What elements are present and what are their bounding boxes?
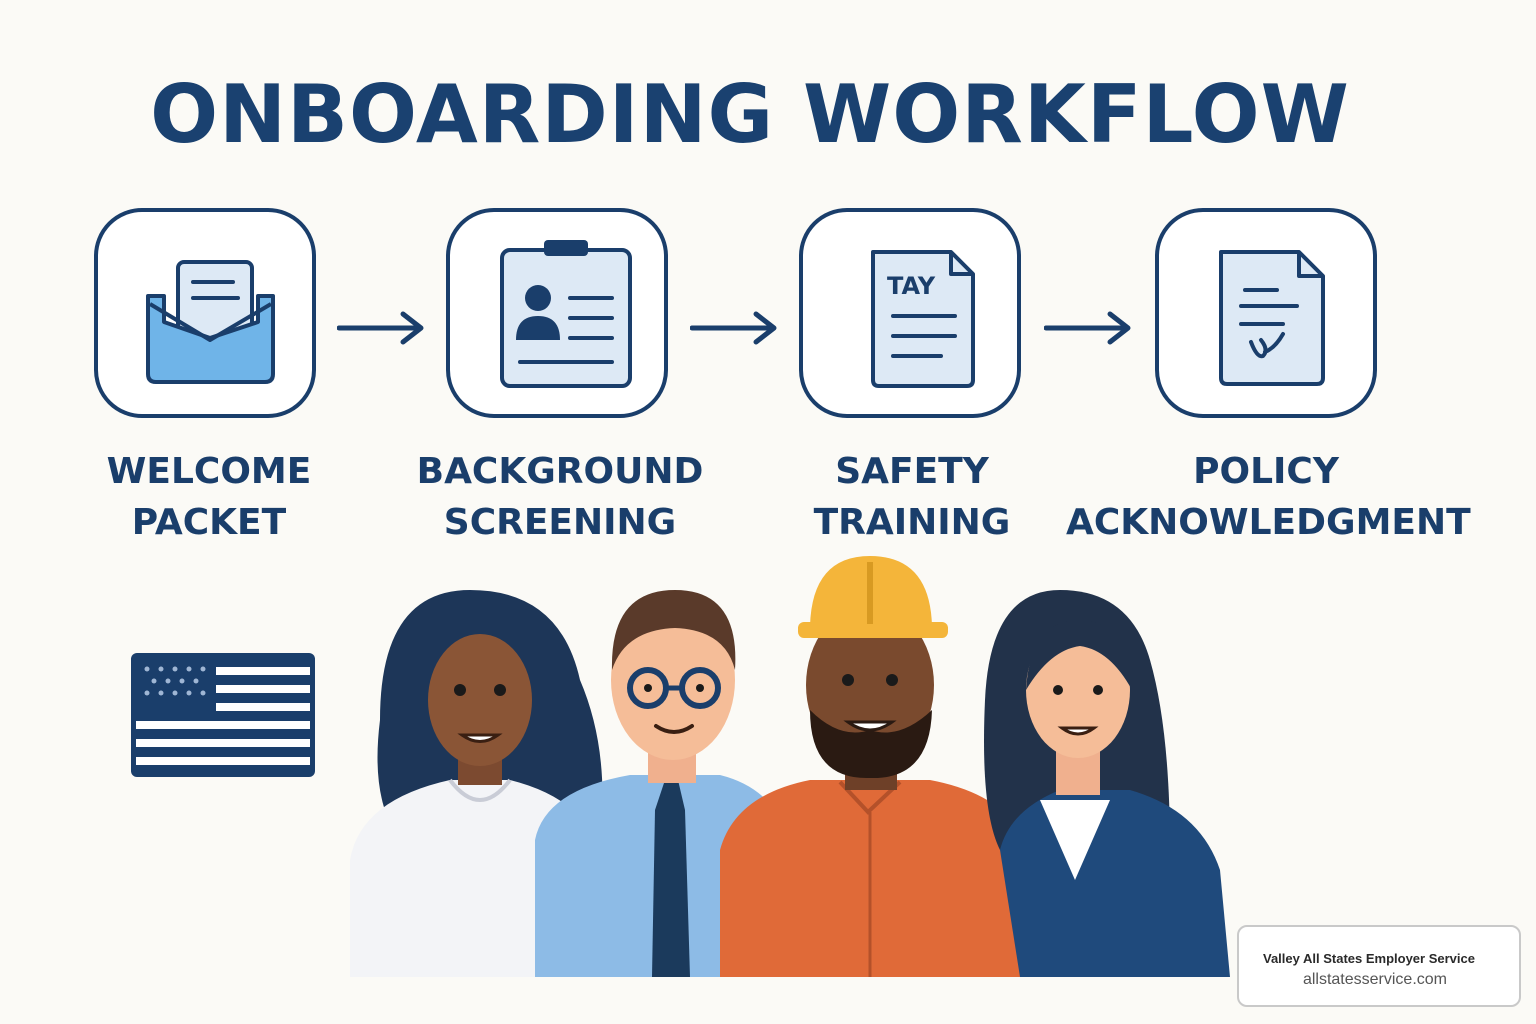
step-box-safety-training: TAY [799,208,1021,418]
credit-company-name: Valley All States Employer Service [1263,951,1475,966]
id-clipboard-icon [500,240,632,388]
step-label-background-screening: BACKGROUND SCREENING [360,446,760,548]
step-box-background-screening [446,208,668,418]
step-label-line: SAFETY [835,451,989,492]
diverse-employees-illustration [350,556,1230,977]
step-label-line: SCREENING [443,502,677,543]
us-flag-icon [131,653,315,777]
signed-document-icon [1219,250,1325,386]
step-label-welcome-packet: WELCOME PACKET [9,446,409,548]
page-title: ONBOARDING WORKFLOW [150,68,1350,161]
step-label-line: TRAINING [813,502,1011,543]
worker-hard-hat [720,556,1030,977]
step-label-policy-acknowledgment: POLICY ACKNOWLEDGMENT [1066,446,1471,548]
step-label-line: WELCOME [106,451,312,492]
step-label-line: PACKET [131,502,287,543]
woman-navy-blazer [984,590,1230,977]
credit-watermark: Valley All States Employer Service allst… [1237,925,1521,1007]
step-label-line: ACKNOWLEDGMENT [1066,502,1471,543]
step-box-policy-acknowledgment [1155,208,1377,418]
step-box-welcome-packet [94,208,316,418]
envelope-letter-icon [146,260,275,384]
document-heading-text: TAY [887,272,936,300]
training-document-icon: TAY [871,250,975,388]
step-label-line: POLICY [1193,451,1339,492]
arrow-right-icon [1044,311,1131,345]
credit-url: allstatesservice.com [1302,971,1447,988]
arrow-right-icon [337,311,424,345]
arrow-right-icon [690,311,777,345]
step-label-safety-training: SAFETY TRAINING [712,446,1112,548]
step-label-line: BACKGROUND [416,451,704,492]
